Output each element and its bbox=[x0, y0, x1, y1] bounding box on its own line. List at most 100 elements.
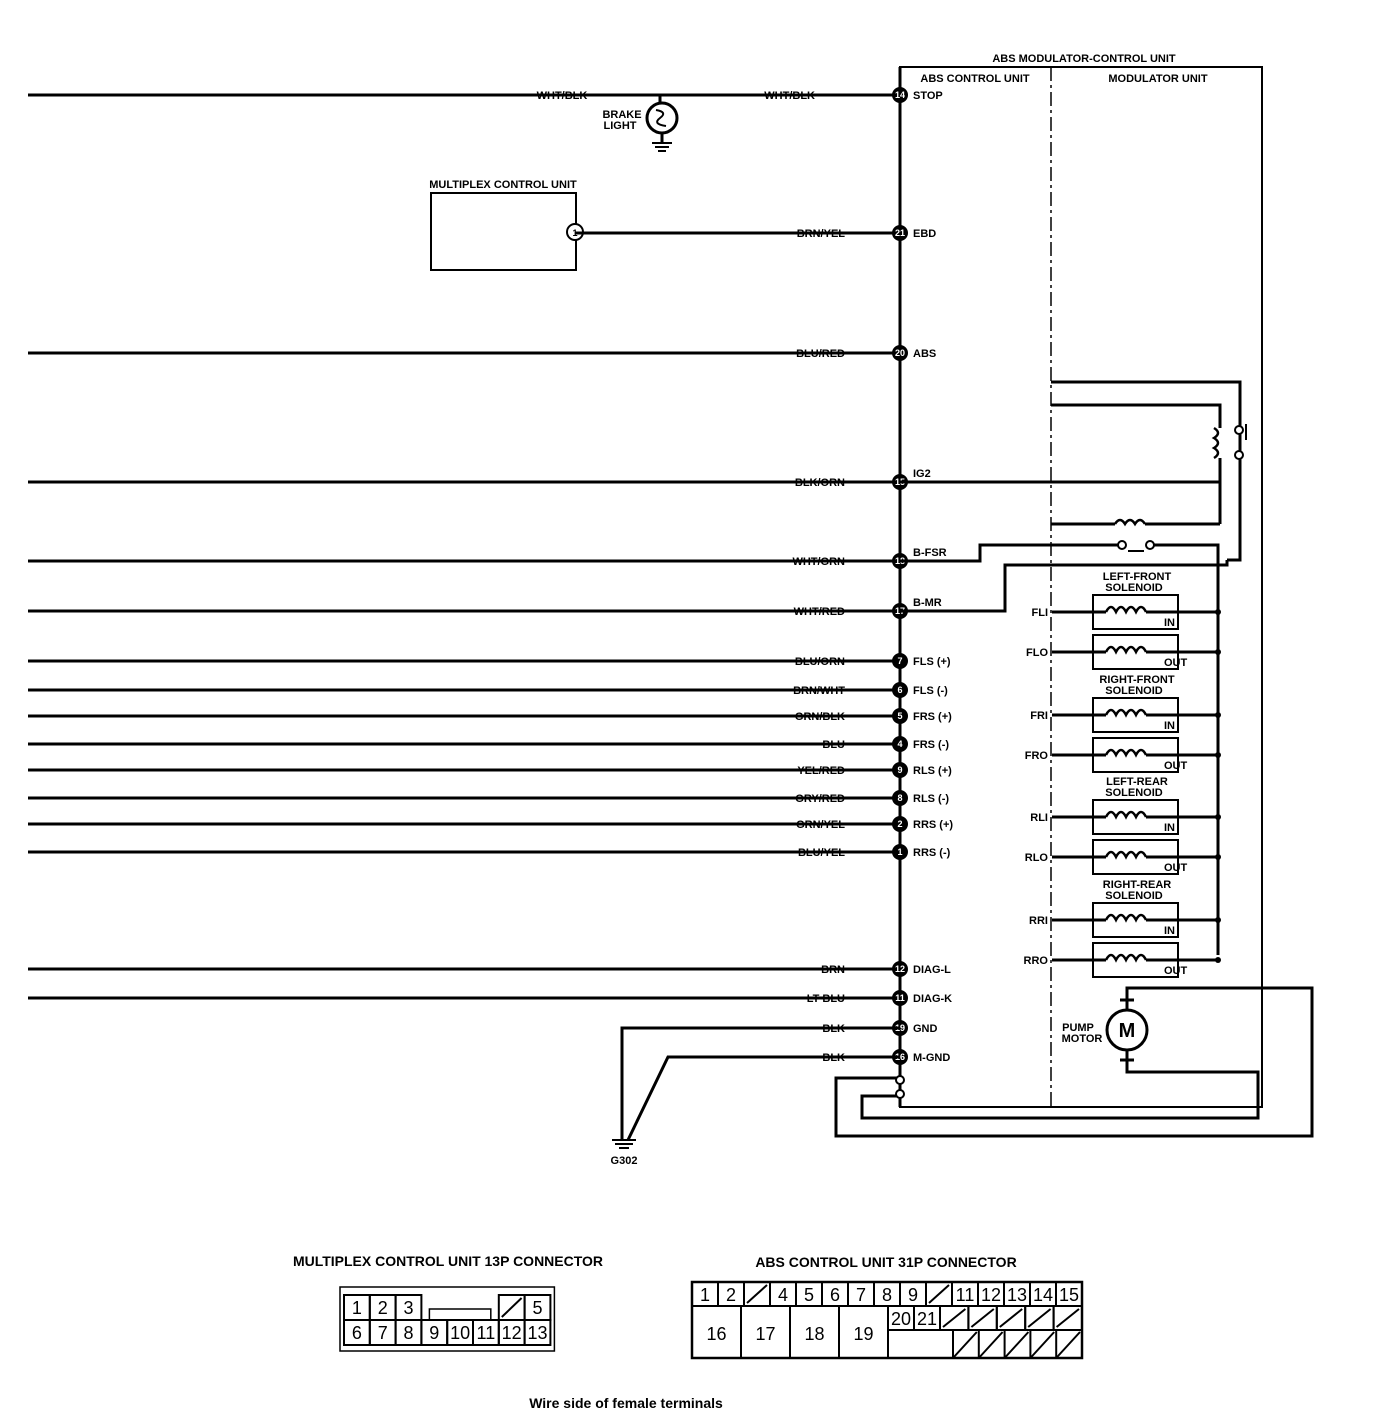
pin-number: 12 bbox=[895, 964, 905, 974]
wire-color-label: BLK/ORN bbox=[795, 477, 845, 489]
pin-function-label: IG2 bbox=[913, 468, 931, 480]
blank-cell-slash bbox=[1055, 1331, 1081, 1359]
pin-function-label: FLS (+) bbox=[913, 656, 951, 668]
blank-cell-slash bbox=[1055, 1308, 1080, 1328]
blank-cell-slash bbox=[1029, 1331, 1055, 1359]
coil-symbol bbox=[1104, 913, 1148, 923]
connector-pin-label: 15 bbox=[1059, 1285, 1079, 1305]
connector-pin-label: 11 bbox=[956, 1285, 975, 1305]
multiplex-title: MULTIPLEX CONTROL UNIT bbox=[429, 179, 577, 191]
connector-pin-label: 13 bbox=[527, 1323, 547, 1343]
solenoid-title: LEFT-FRONT bbox=[1103, 571, 1172, 583]
pump-motor bbox=[834, 986, 1314, 1138]
junction-dot bbox=[1215, 649, 1221, 655]
pin-function-label: B-FSR bbox=[913, 547, 947, 559]
pin-function-label: FRS (-) bbox=[913, 739, 949, 751]
in-label: FLI bbox=[1032, 607, 1049, 619]
pin-number: 8 bbox=[897, 793, 902, 803]
pin-function-label: FRS (+) bbox=[913, 711, 952, 723]
module-title: ABS MODULATOR-CONTROL UNIT bbox=[992, 53, 1176, 65]
pin-circle bbox=[892, 682, 908, 698]
blank-cell-slash bbox=[1003, 1331, 1030, 1359]
bmr-internal bbox=[900, 560, 1229, 613]
connector-13p-shell bbox=[339, 1286, 556, 1352]
connector-pin-label: 2 bbox=[726, 1285, 736, 1305]
connector-pin-label: 12 bbox=[502, 1323, 522, 1343]
pin-number: 9 bbox=[897, 765, 902, 775]
in-tag: IN bbox=[1164, 822, 1175, 834]
pin-number: 4 bbox=[897, 739, 902, 749]
connector-pin-label: 8 bbox=[403, 1323, 413, 1343]
pin-circle bbox=[892, 653, 908, 669]
connector-cell bbox=[887, 1329, 1083, 1359]
wire-color-label: WHT/BLK bbox=[764, 90, 815, 102]
abs-modulator-control-unit bbox=[898, 66, 1263, 1108]
blank-cell-slash bbox=[928, 1284, 950, 1304]
in-label: RLI bbox=[1030, 812, 1048, 824]
pin-function-label: B-MR bbox=[913, 597, 942, 609]
wire-color-label: BLU/YEL bbox=[798, 847, 845, 859]
out-tag: OUT bbox=[1164, 862, 1188, 874]
connector-pin-label: 5 bbox=[804, 1285, 814, 1305]
control-unit-title: ABS CONTROL UNIT bbox=[920, 73, 1029, 85]
wire-color-label: GRN/BLK bbox=[795, 711, 845, 723]
pump-motor-symbol: M bbox=[1119, 1020, 1136, 1042]
solenoid-title-2: SOLENOID bbox=[1105, 582, 1163, 594]
solenoid-group: LEFT-FRONTSOLENOIDFLIINFLOOUTRIGHT-FRONT… bbox=[1024, 571, 1221, 978]
pin-circle bbox=[892, 961, 908, 977]
wire-color-label: BLU bbox=[822, 739, 845, 751]
pin-circle bbox=[892, 990, 908, 1006]
pin-function-label: M-GND bbox=[913, 1052, 950, 1064]
solenoid-title-2: SOLENOID bbox=[1105, 685, 1163, 697]
connector-pin-label: 21 bbox=[917, 1309, 937, 1329]
connector-pin-label: 14 bbox=[1033, 1285, 1053, 1305]
pin-circle bbox=[892, 708, 908, 724]
wire-color-label: BLU/ORN bbox=[795, 656, 845, 668]
pin-circle bbox=[892, 736, 908, 752]
pin-circle bbox=[892, 225, 908, 241]
connector-pin-label: 10 bbox=[450, 1323, 470, 1343]
coil-symbol bbox=[1104, 708, 1148, 718]
pin-number: 1 bbox=[897, 847, 902, 857]
connector-pin-label: 8 bbox=[882, 1285, 892, 1305]
connector-pin-label: 7 bbox=[856, 1285, 866, 1305]
in-label: FRI bbox=[1030, 710, 1048, 722]
junction-dot bbox=[1215, 814, 1221, 820]
pin-function-label: EBD bbox=[913, 228, 936, 240]
brake-light-label: BRAKE bbox=[602, 109, 641, 121]
out-label: FRO bbox=[1025, 750, 1049, 762]
in-tag: IN bbox=[1164, 617, 1175, 629]
footer-note: Wire side of female terminals bbox=[529, 1395, 723, 1411]
pin-function-label: GND bbox=[913, 1023, 938, 1035]
pin-circle bbox=[892, 87, 908, 103]
wire-color-label: BLU/RED bbox=[796, 348, 845, 360]
in-tag: IN bbox=[1164, 720, 1175, 732]
connector-pin-label: 5 bbox=[532, 1298, 542, 1318]
solenoid-title: RIGHT-FRONT bbox=[1099, 674, 1174, 686]
out-tag: OUT bbox=[1164, 965, 1188, 977]
wire-color-label: GRY/RED bbox=[795, 793, 845, 805]
junction-dot bbox=[1215, 957, 1221, 963]
pin-circle bbox=[892, 790, 908, 806]
pin-number: 2 bbox=[897, 819, 902, 829]
blank-cell-slash bbox=[942, 1308, 967, 1328]
brake-light bbox=[645, 95, 679, 152]
connector-pin-label: 19 bbox=[853, 1324, 873, 1344]
wire-color-label: BRN/WHT bbox=[793, 685, 845, 697]
modulator-unit-title: MODULATOR UNIT bbox=[1108, 73, 1207, 85]
coil-symbol bbox=[1104, 810, 1148, 820]
pin-number: 6 bbox=[897, 685, 902, 695]
blank-cell-slash bbox=[952, 1331, 978, 1359]
solenoid-title-2: SOLENOID bbox=[1105, 890, 1163, 902]
connector-pin-label: 3 bbox=[403, 1298, 413, 1318]
connector-31p-title: ABS CONTROL UNIT 31P CONNECTOR bbox=[755, 1254, 1016, 1270]
multiplex-control-unit bbox=[430, 192, 584, 271]
out-label: RRO bbox=[1024, 955, 1049, 967]
blank-cell-slash bbox=[999, 1308, 1023, 1328]
pin-function-label: DIAG-L bbox=[913, 964, 951, 976]
wire-color-label: BRN bbox=[821, 964, 845, 976]
connector-pin-label: 4 bbox=[778, 1285, 788, 1305]
connector-pin-label: 1 bbox=[352, 1298, 362, 1318]
